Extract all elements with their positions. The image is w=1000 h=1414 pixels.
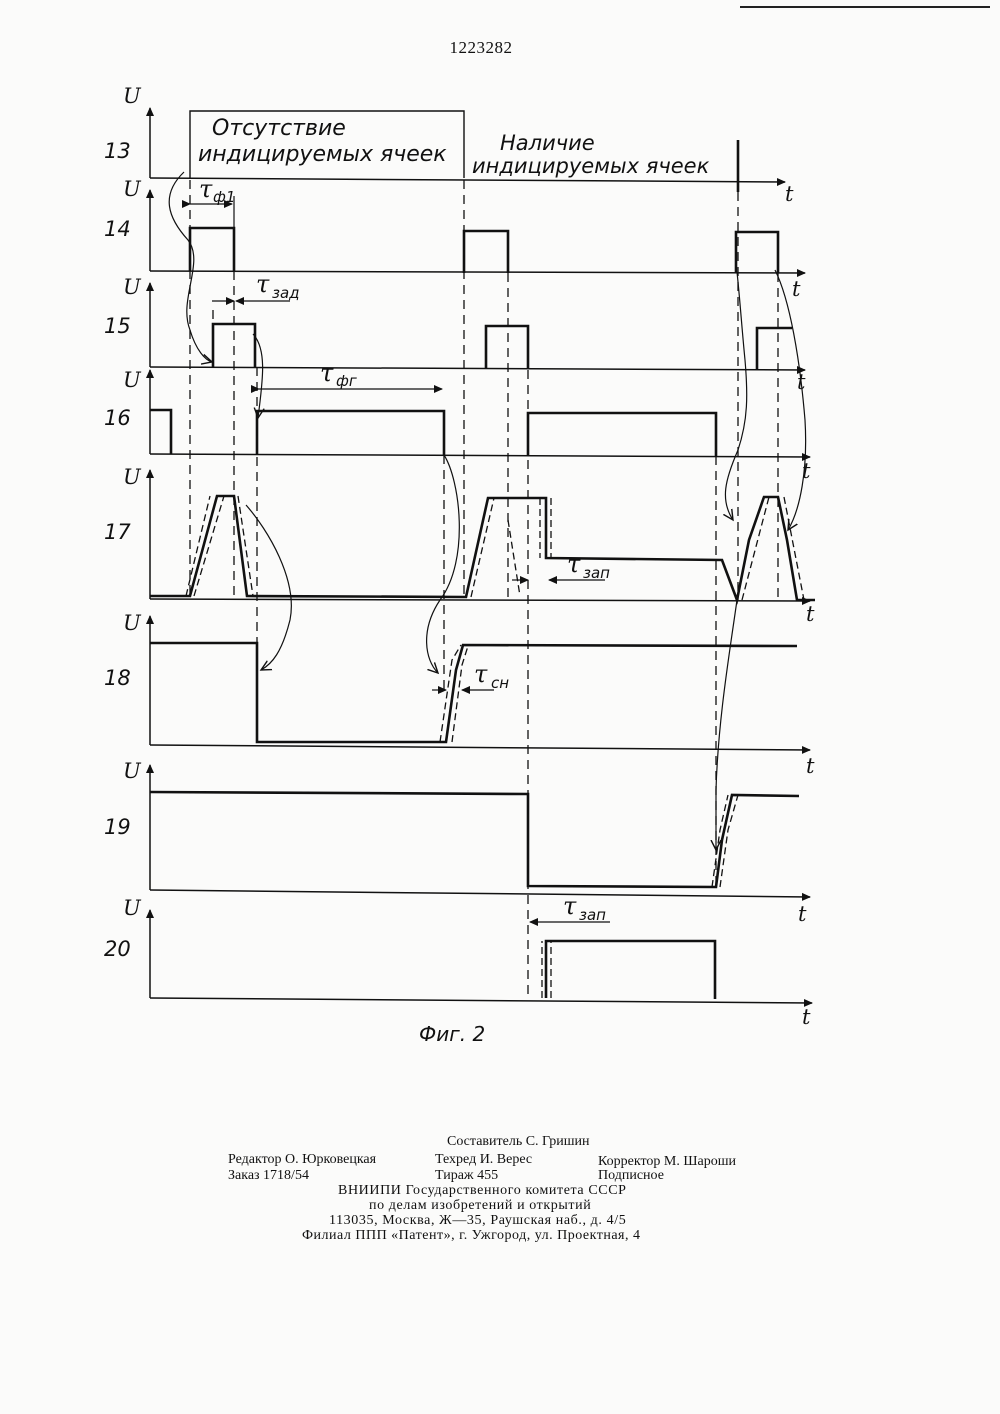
t-axis-20 (150, 998, 812, 1003)
trace-number-17: 17 (104, 520, 131, 544)
trace-18-waveform: τ сн (150, 643, 797, 742)
edge-variation (712, 795, 728, 887)
organization-line: ВНИИПИ Государственного комитета СССР (338, 1183, 627, 1199)
delayed-pulse (486, 326, 528, 368)
t-label: t (806, 754, 815, 778)
subscription-line: Подписное (598, 1168, 664, 1184)
t-axis-18 (150, 745, 810, 750)
trace-17-waveform: τ зап (150, 496, 815, 600)
trace-15-waveform: τ зад (212, 270, 792, 370)
arrow-17-to-19 (716, 600, 737, 850)
t-axis-16 (150, 454, 810, 457)
tau-symbol: τ (256, 270, 270, 298)
tau-zad-subscript: зад (272, 284, 300, 302)
pulse (736, 232, 778, 273)
gate-pulse (528, 413, 716, 456)
arrow-17-to-18 (246, 505, 291, 670)
t-axis-14 (150, 271, 805, 273)
editor-line: Редактор О. Юрковецкая (228, 1152, 376, 1168)
pulse (464, 231, 508, 273)
tau-zap-subscript: зап (583, 564, 610, 582)
trace-number-16: 16 (104, 406, 131, 430)
trace-20-waveform: τ зап (530, 892, 715, 999)
pulse (190, 228, 234, 271)
techred-line: Техред И. Верес (435, 1152, 532, 1168)
trace-16-waveform: τ фг (150, 359, 716, 456)
figure-caption: Фиг. 2 (419, 1022, 485, 1046)
compiler-line: Составитель С. Гришин (447, 1134, 590, 1150)
tau-symbol: τ (567, 550, 581, 578)
gate-pulse-tail (150, 410, 171, 454)
t-label: t (798, 902, 807, 926)
gate-pulse (257, 411, 444, 455)
fall-variation (508, 520, 520, 596)
axes-group (150, 108, 812, 1003)
t-label: t (806, 602, 815, 626)
delayed-pulse (213, 324, 255, 367)
rise-variation (194, 496, 224, 596)
arrow-15-to-17 (775, 270, 806, 530)
u-label: U (123, 759, 142, 783)
alignment-lines (190, 180, 778, 1000)
arrow-14-to-17 (725, 272, 746, 520)
absence-label-line1: Отсутствие (212, 116, 346, 141)
u-label: U (123, 177, 142, 201)
tau-sn-subscript: сн (491, 674, 509, 692)
organization-line-2: по делам изобретений и открытий (369, 1198, 591, 1214)
tau-zap-subscript: зап (579, 906, 606, 924)
arrow-16-to-18 (427, 455, 460, 673)
trace-numbers: 13 14 15 16 17 18 19 20 (104, 139, 131, 961)
state-signal (150, 643, 797, 742)
rise-variation (471, 498, 494, 597)
absence-label-line2: индицируемых ячеек (198, 142, 447, 167)
tau-symbol: τ (199, 175, 213, 203)
u-label: U (123, 84, 142, 108)
t-axis-15 (150, 367, 805, 370)
tau-fg-subscript: фг (336, 372, 357, 390)
u-label: U (123, 368, 142, 392)
output-pulse (546, 941, 715, 999)
delayed-pulse (757, 328, 792, 370)
u-label: U (123, 465, 142, 489)
trace-number-13: 13 (104, 139, 131, 163)
t-label: t (802, 1005, 811, 1029)
timing-diagram: 1223282 (0, 0, 1000, 1100)
output-signal (150, 792, 799, 887)
u-label: U (123, 611, 142, 635)
u-label: U (123, 275, 142, 299)
tau-symbol: τ (474, 660, 488, 688)
trace-number-18: 18 (104, 666, 131, 690)
t-axis-19 (150, 890, 810, 897)
presence-label-line2: индицируемых ячеек (472, 154, 710, 178)
trace-number-15: 15 (104, 314, 131, 338)
address-line: 113035, Москва, Ж—35, Раушская наб., д. … (329, 1213, 626, 1229)
t-axis-13 (150, 178, 785, 182)
presence-label-line1: Наличие (500, 131, 595, 155)
tau-symbol: τ (563, 892, 577, 920)
t-axis-17 (150, 599, 810, 601)
t-label: t (792, 277, 801, 301)
tau-f1-subscript: ф1 (213, 188, 235, 206)
t-label: t (785, 182, 794, 206)
u-label: U (123, 896, 142, 920)
trace-14-waveform: τ ф1 (190, 175, 778, 273)
trace-number-20: 20 (104, 937, 131, 961)
branch-line: Филиал ППП «Патент», г. Ужгород, ул. Про… (302, 1228, 640, 1244)
patent-number: 1223282 (450, 38, 513, 57)
order-line: Заказ 1718/54 (228, 1168, 309, 1184)
tau-symbol: τ (320, 359, 334, 387)
trace-number-19: 19 (104, 815, 131, 839)
trace-number-14: 14 (104, 217, 131, 241)
circulation-line: Тираж 455 (435, 1168, 498, 1184)
trace-19-waveform (150, 792, 799, 887)
